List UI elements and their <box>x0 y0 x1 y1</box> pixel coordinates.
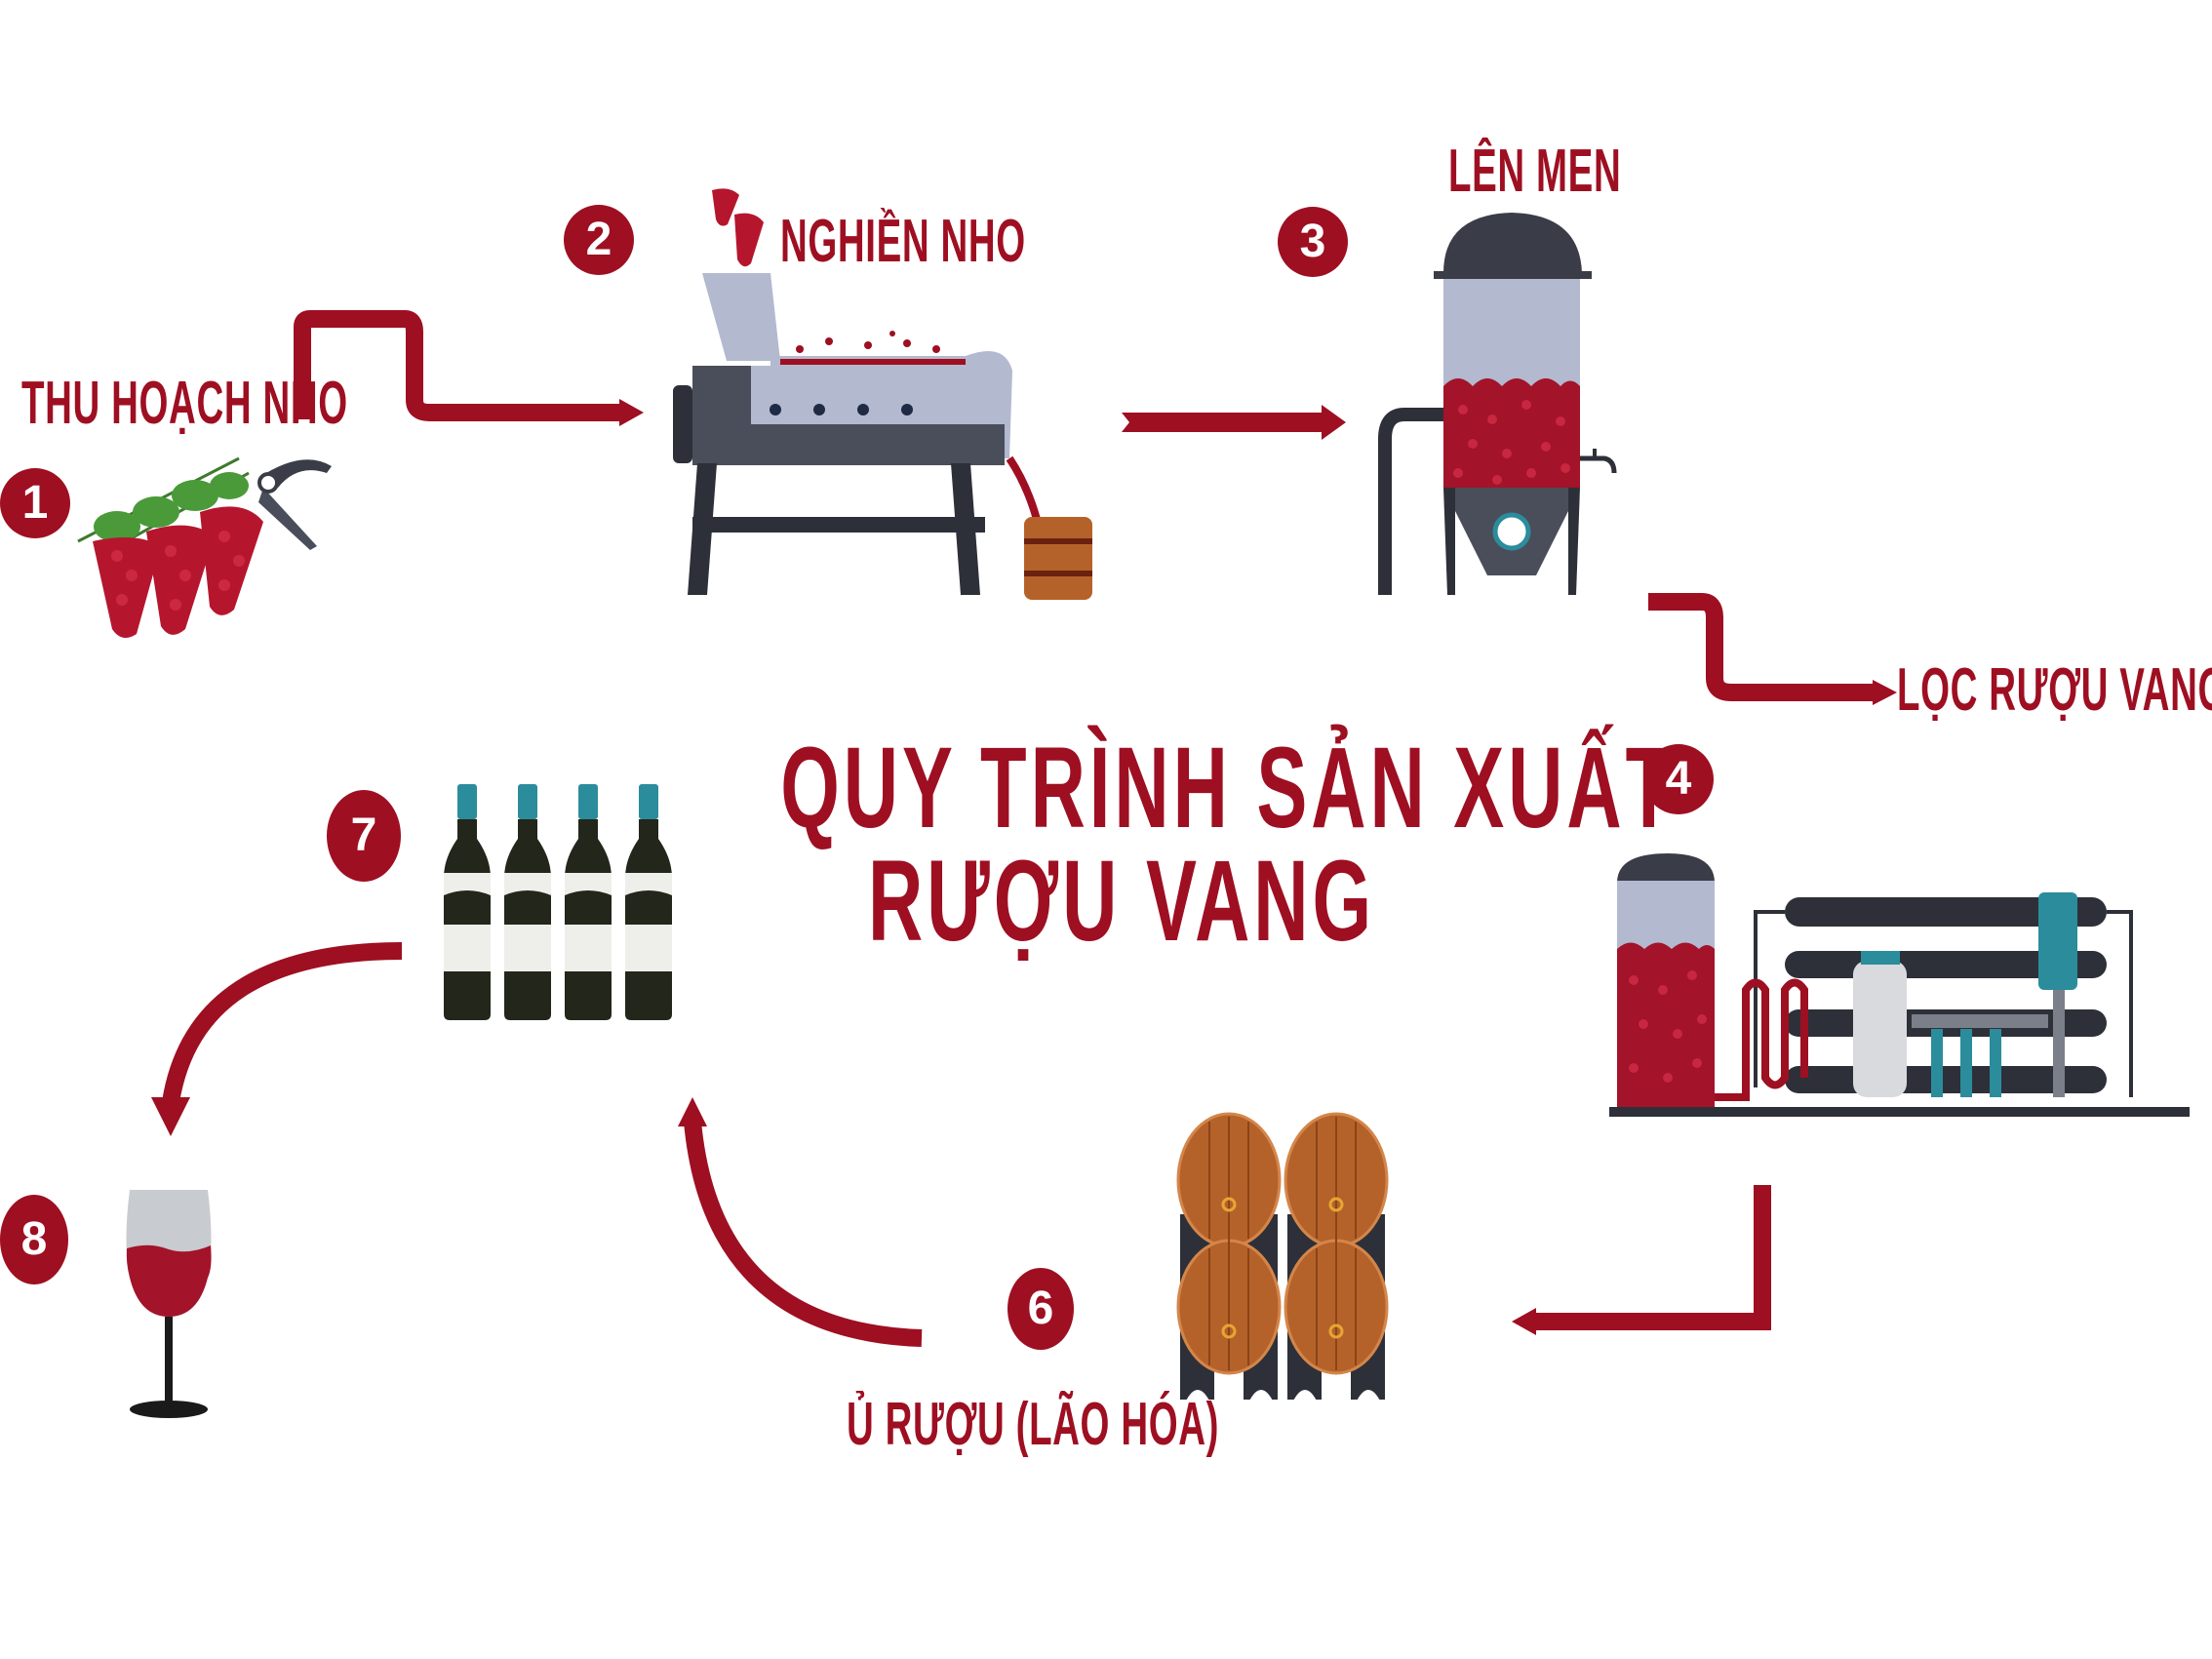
wine-bottles-icon <box>444 784 672 1020</box>
step-4-badge: 4 <box>1643 744 1714 814</box>
step-2-badge: 2 <box>564 205 634 275</box>
arrow-step2-to-step3 <box>1122 405 1346 440</box>
arrow-step1-to-step2 <box>294 310 644 426</box>
step-7-badge: 7 <box>327 790 401 882</box>
step-6-label: Ủ RƯỢU (LÃO HÓA) <box>847 1391 1220 1458</box>
arrow-step7-to-step8 <box>151 942 403 1136</box>
arrow-step4-to-step6 <box>1512 1185 1771 1335</box>
grape-crusher-machine-icon <box>673 273 1092 600</box>
arrow-step3-to-step4 <box>1648 593 1897 705</box>
step-3-label: LÊN MEN <box>1448 138 1622 205</box>
main-title-line-2: RƯỢU VANG <box>867 837 1376 966</box>
step-8-badge: 8 <box>0 1195 68 1284</box>
step-6-badge: 6 <box>1007 1268 1074 1350</box>
step-1-badge: 1 <box>0 468 70 538</box>
oak-barrels-icon <box>1176 1112 1389 1409</box>
step-4-label: LỌC RƯỢU VANG <box>1897 656 2212 724</box>
step-1-label: THU HOẠCH NHO <box>21 370 348 437</box>
arrow-step6-to-step7 <box>678 1097 923 1347</box>
step-3-badge: 3 <box>1278 207 1348 277</box>
grape-icon-small <box>712 188 764 267</box>
main-title-line-1: QUY TRÌNH SẢN XUẤT <box>780 724 1677 852</box>
grapes-with-pruning-shears-icon <box>77 456 332 638</box>
wine-glass-icon <box>126 1190 212 1418</box>
fermentation-tank-icon <box>1378 213 1617 595</box>
step-2-label: NGHIỀN NHO <box>780 208 1026 275</box>
wine-filtration-system-icon <box>1609 853 2190 1117</box>
